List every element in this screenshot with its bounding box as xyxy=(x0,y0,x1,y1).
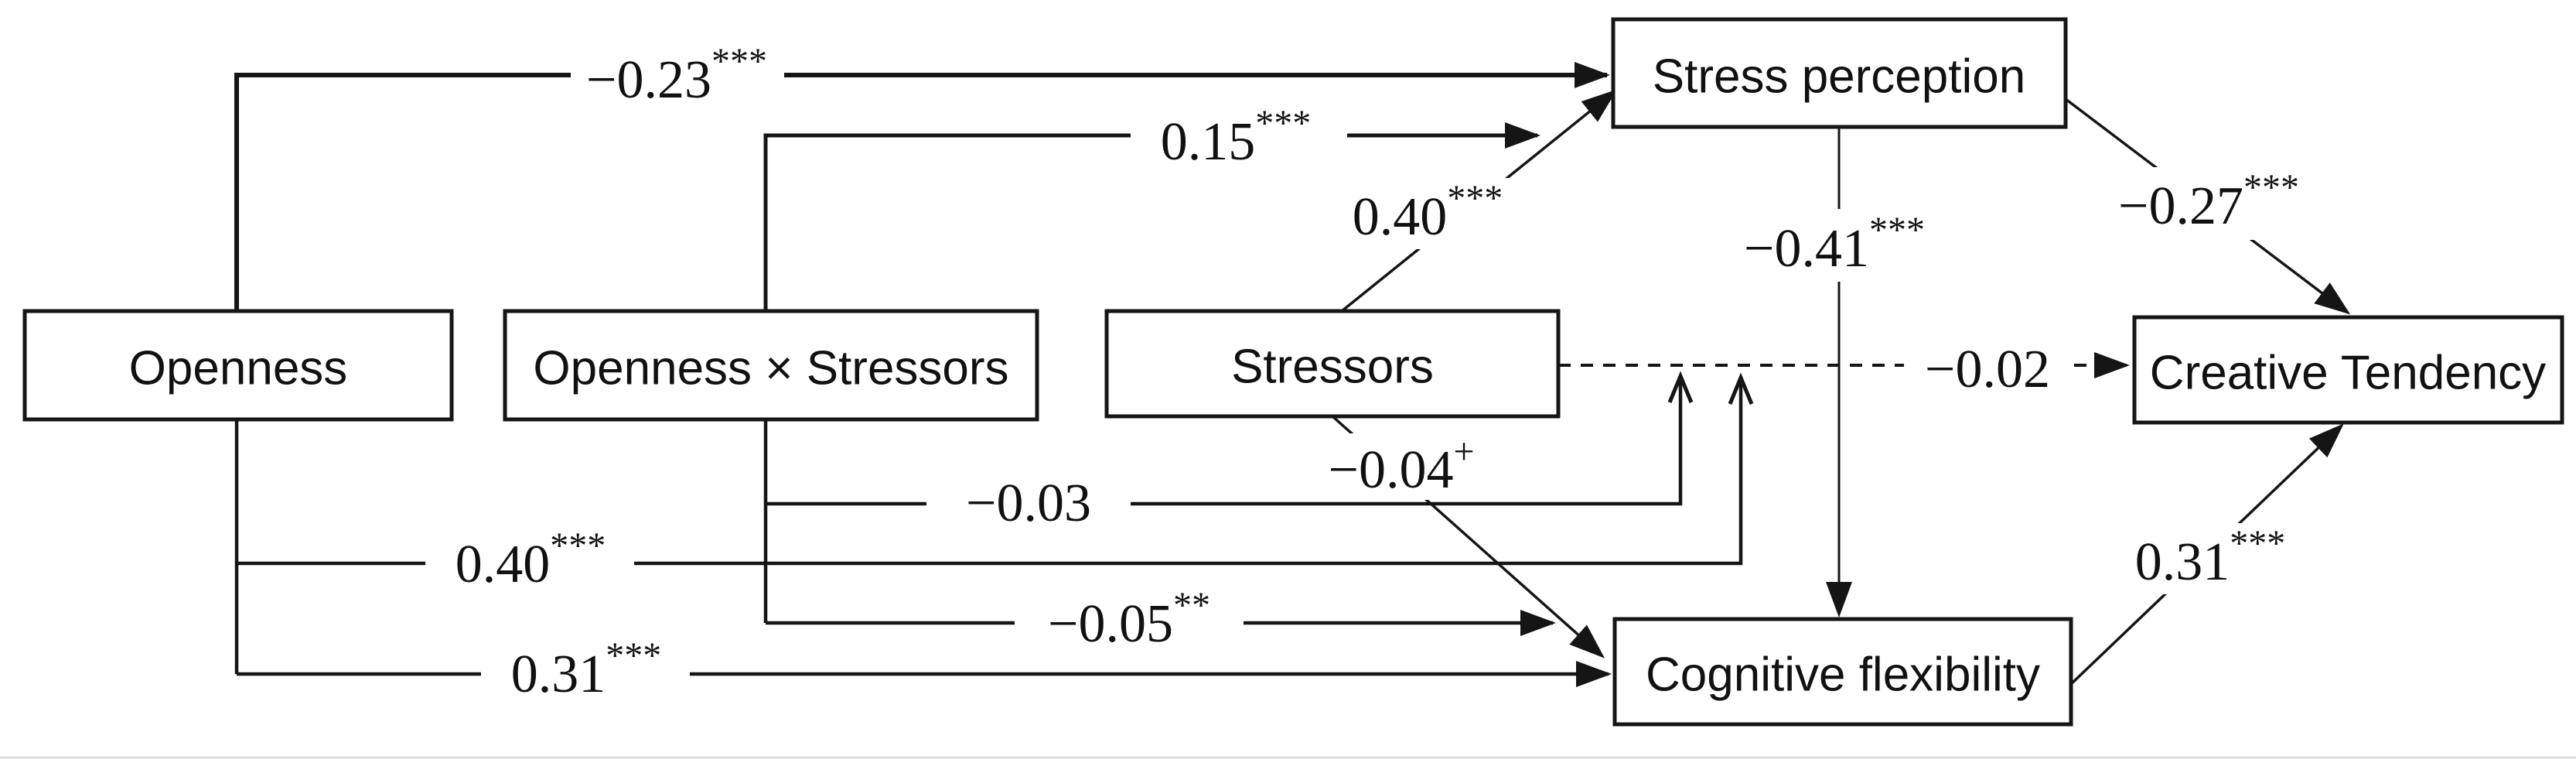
path-label-interaction-to-cognitive-flexibility: −0.05** xyxy=(1015,585,1244,655)
label-mask xyxy=(2096,167,2322,240)
node-label: Cognitive flexibility xyxy=(1646,648,2040,702)
coef-sig: *** xyxy=(1869,210,1925,251)
node-label: Openness xyxy=(129,342,348,395)
coef-value: −0.05 xyxy=(1048,594,1173,654)
label-mask xyxy=(1131,103,1347,171)
svg-text:0.40***: 0.40*** xyxy=(455,525,606,594)
node-box xyxy=(2132,315,2564,425)
coef-sig: *** xyxy=(606,635,661,676)
svg-text:−0.05**: −0.05** xyxy=(1048,585,1210,654)
path-label-interaction-to-stress-perception: 0.15*** xyxy=(1131,103,1347,172)
path-label-openness-to-stressors-creative-path: 0.40*** xyxy=(425,525,634,596)
label-mask xyxy=(1015,587,1244,655)
path-label-openness-to-stress-perception: −0.23*** xyxy=(571,41,784,111)
coef-sig: *** xyxy=(550,525,606,566)
label-mask xyxy=(571,41,784,111)
coef-sig: *** xyxy=(1255,103,1311,144)
node-box xyxy=(1104,309,1561,419)
label-mask xyxy=(1324,178,1533,249)
node-box xyxy=(1611,17,2068,129)
coef-value: 0.40 xyxy=(1353,187,1448,247)
svg-text:0.40***: 0.40*** xyxy=(1353,178,1503,247)
node-label: Stress perception xyxy=(1653,50,2025,104)
path-label-cognitive-flexibility-to-creative-tendency: 0.31*** xyxy=(2105,523,2315,594)
label-mask xyxy=(425,526,634,596)
coef-value: 0.31 xyxy=(2135,532,2230,592)
coef-value: 0.31 xyxy=(511,645,606,704)
node-box xyxy=(22,309,454,422)
svg-text:−0.41***: −0.41*** xyxy=(1744,210,1925,279)
coef-value: −0.41 xyxy=(1744,219,1869,279)
svg-text:−0.04+: −0.04+ xyxy=(1328,431,1474,500)
path-label-stress-perception-to-creative-tendency: −0.27*** xyxy=(2096,167,2322,240)
coef-value: −0.27 xyxy=(2118,176,2243,236)
label-mask xyxy=(1721,209,1947,282)
node-box xyxy=(1612,617,2073,727)
coef-value: −0.23 xyxy=(586,50,711,110)
coef-sig: ** xyxy=(1173,585,1210,626)
path-label-stress-perception-to-cognitive-flexibility: −0.41*** xyxy=(1721,209,1947,282)
svg-text:−0.23***: −0.23*** xyxy=(586,41,767,110)
coef-value: −0.03 xyxy=(966,474,1091,533)
path-label-stressors-to-creative-tendency: −0.02 xyxy=(1904,333,2071,399)
label-mask xyxy=(2105,523,2315,594)
path-label-stressors-to-stress-perception: 0.40*** xyxy=(1324,178,1533,249)
coef-sig: *** xyxy=(1447,178,1503,219)
svg-text:0.31***: 0.31*** xyxy=(511,635,662,704)
coef-value: −0.02 xyxy=(1925,340,2050,399)
path-label-openness-to-cognitive-flexibility: 0.31*** xyxy=(481,635,690,706)
node-openness: Openness xyxy=(22,309,454,422)
node-creative-tendency: Creative Tendency xyxy=(2132,315,2564,425)
edge-openness-to-stress-perception xyxy=(234,62,1610,311)
path-label-stressors-to-cognitive-flexibility: −0.04+ xyxy=(1299,431,1505,500)
label-mask xyxy=(926,469,1131,534)
coef-sig: *** xyxy=(2230,523,2285,564)
node-stress-perception: Stress perception xyxy=(1611,17,2068,129)
svg-text:−0.27***: −0.27*** xyxy=(2118,167,2299,236)
path-label-interaction-to-stressors-creative-path: −0.03 xyxy=(926,469,1131,534)
svg-text:−0.02: −0.02 xyxy=(1925,340,2050,399)
coef-value: −0.04 xyxy=(1328,440,1453,500)
coef-sig: *** xyxy=(711,41,767,82)
coef-value: 0.15 xyxy=(1161,112,1256,172)
coef-sig: + xyxy=(1453,431,1474,472)
label-mask xyxy=(1904,333,2071,399)
coef-sig: *** xyxy=(2243,167,2299,208)
svg-text:−0.03: −0.03 xyxy=(966,474,1091,533)
svg-text:0.15***: 0.15*** xyxy=(1161,103,1312,172)
label-mask xyxy=(1299,433,1505,500)
node-label: Openness × Stressors xyxy=(533,342,1008,395)
node-label: Creative Tendency xyxy=(2150,347,2546,400)
node-label: Stressors xyxy=(1231,340,1434,394)
coef-value: 0.40 xyxy=(455,535,551,594)
label-mask xyxy=(481,636,690,706)
edge-openness-to-stressors-creative-path xyxy=(237,372,1754,566)
node-cognitive-flexibility: Cognitive flexibility xyxy=(1612,617,2073,727)
node-openness-x-stressors: Openness × Stressors xyxy=(503,309,1039,422)
node-box xyxy=(503,309,1039,422)
node-stressors: Stressors xyxy=(1104,309,1561,419)
svg-text:0.31***: 0.31*** xyxy=(2135,523,2286,592)
